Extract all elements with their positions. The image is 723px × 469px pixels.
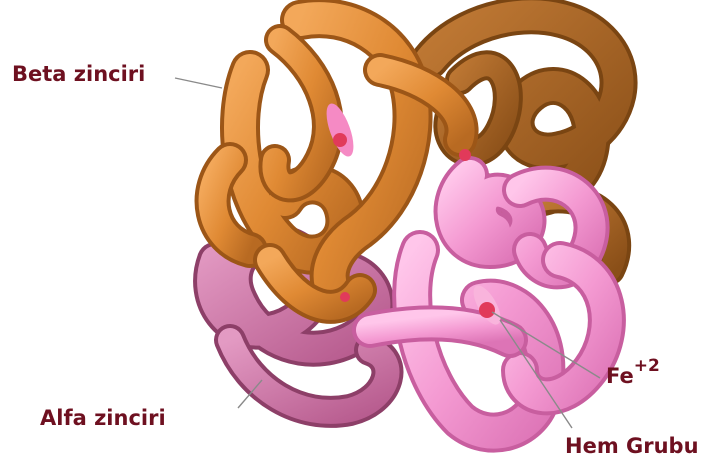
leader-beta — [175, 78, 222, 88]
heme-iron — [340, 292, 350, 302]
heme-iron — [479, 302, 495, 318]
iron-symbol: Fe — [606, 364, 634, 388]
iron-label: Fe+2 — [606, 362, 660, 387]
heme-iron — [459, 149, 471, 161]
alfa-chain-label: Alfa zinciri — [40, 408, 166, 429]
iron-charge: +2 — [634, 356, 660, 376]
heme-iron — [333, 133, 347, 147]
beta-chain-label: Beta zinciri — [12, 64, 145, 85]
heme-group-label: Hem Grubu — [565, 436, 699, 457]
